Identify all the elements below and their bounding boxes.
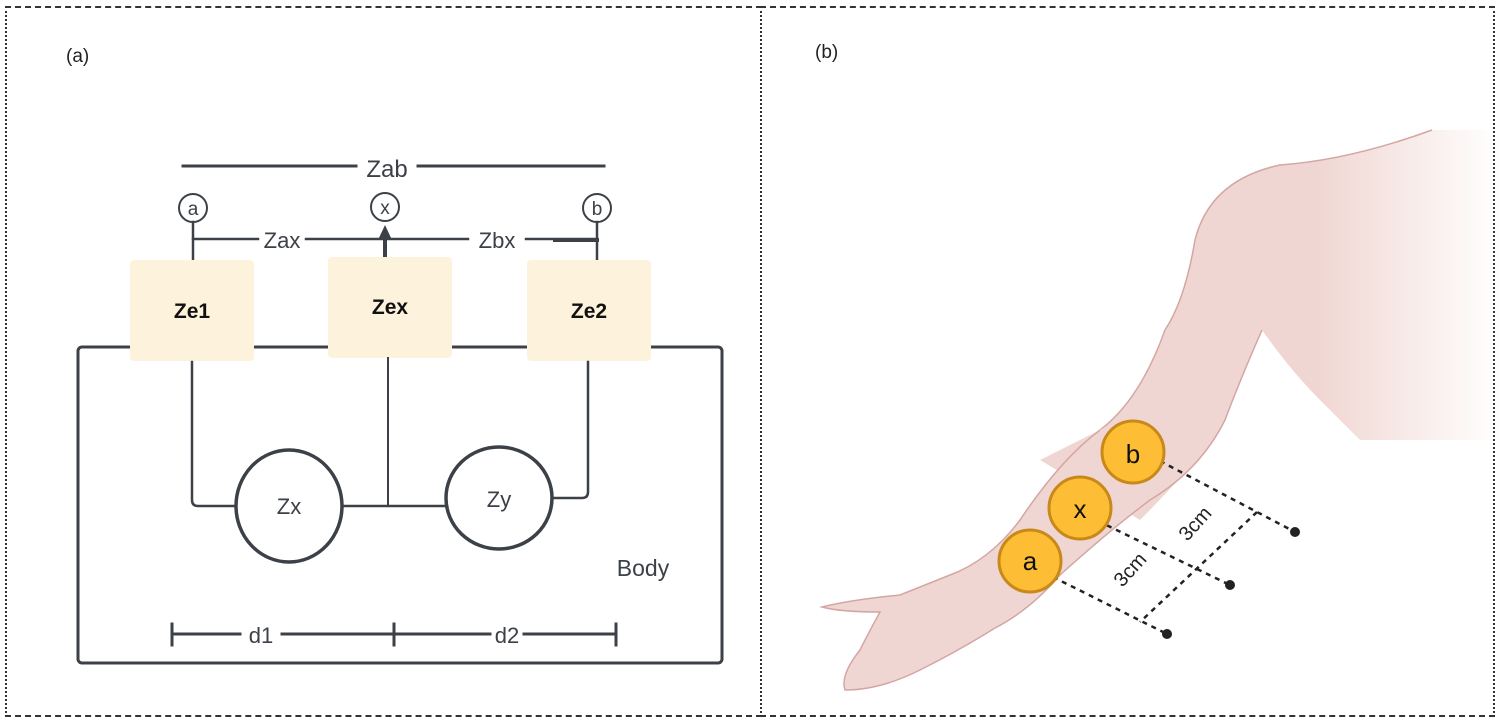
body-label: Body <box>617 555 670 581</box>
spacing-label-lower: 3cm <box>1110 549 1152 592</box>
electrode-box-ze2 <box>527 260 651 361</box>
terminal-b-label: b <box>592 199 603 220</box>
electrode-box-ze1-label: Ze1 <box>174 300 211 323</box>
endpoint-b-dot <box>1290 527 1300 537</box>
impedance-zy-label: Zy <box>487 487 511 512</box>
electrode-a-label: a <box>1023 546 1038 576</box>
distance-d2-label: d2 <box>495 623 519 648</box>
terminal-x-label: x <box>380 198 390 219</box>
electrode-b-label: b <box>1126 439 1140 469</box>
zax-label: Zax <box>264 228 301 253</box>
panel-b-label: (b) <box>815 42 839 63</box>
terminal-x <box>370 192 400 222</box>
endpoint-x-dot <box>1225 580 1235 590</box>
electrode-x-label: x <box>1074 494 1087 524</box>
electrode-box-ze1 <box>130 260 254 361</box>
endpoint-a-dot <box>1162 629 1172 639</box>
terminal-a-label: a <box>188 199 199 220</box>
electrode-a <box>997 528 1063 594</box>
impedance-zx-label: Zx <box>277 494 301 519</box>
distance-d1-label: d1 <box>249 623 273 648</box>
spacing-label-upper: 3cm <box>1175 503 1217 546</box>
zab-label: Zab <box>366 156 407 183</box>
impedance-zx <box>234 448 344 564</box>
impedance-zy <box>444 445 554 551</box>
measurement-lines <box>1052 459 1296 636</box>
panel-a-frame <box>5 6 762 717</box>
electrode-x <box>1047 475 1113 541</box>
electrode-box-zex <box>328 257 452 358</box>
zbx-label: Zbx <box>479 228 516 253</box>
electrode-box-ze2-label: Ze2 <box>571 300 607 323</box>
arrow-up-icon <box>378 225 392 240</box>
electrode-box-zex-label: Zex <box>372 296 409 319</box>
panel-a-label: (a) <box>66 46 90 67</box>
forearm-and-hand <box>819 329 1263 691</box>
electrode-b <box>1100 419 1166 485</box>
